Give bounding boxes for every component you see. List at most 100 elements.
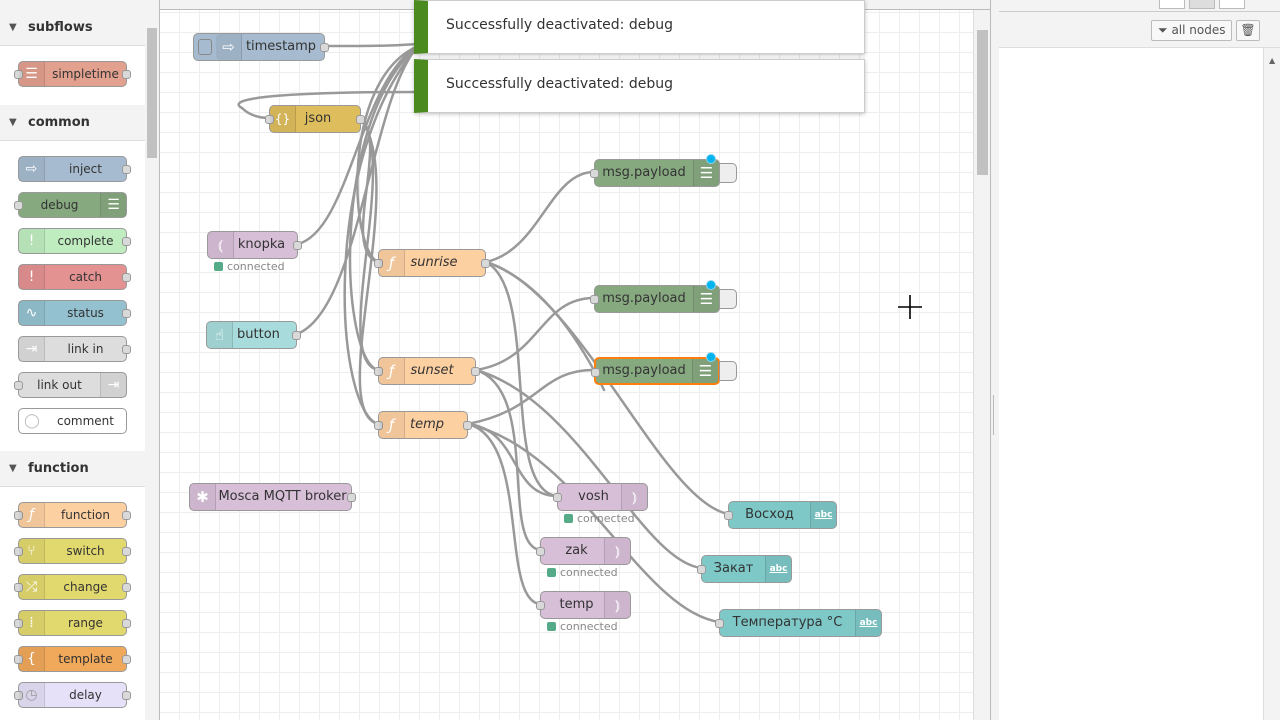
list-icon: ☰ [693, 286, 719, 312]
node-debug-payload-2[interactable]: msg.payload ☰ [590, 280, 737, 313]
palette-category-function[interactable]: ▼ function [0, 451, 145, 487]
signal-icon: ⦆ [604, 538, 630, 564]
palette-node-range[interactable]: ⁞ range [14, 610, 131, 636]
node-vosh-mqtt-out[interactable]: vosh ⦆ connected [553, 483, 648, 525]
function-icon: ƒ [19, 503, 45, 527]
debug-toggle-button[interactable] [719, 361, 737, 381]
node-zak-mqtt-out[interactable]: zak ⦆ connected [536, 537, 631, 579]
function-icon: ƒ [379, 412, 405, 438]
link-in-icon: ⇥ [19, 337, 45, 361]
palette-scrollbar[interactable] [145, 14, 159, 720]
range-icon: ⁞ [19, 611, 45, 635]
debug-toolbar: ⏷ all nodes 🗑 [999, 12, 1280, 48]
sidebar-tab[interactable] [1219, 0, 1245, 9]
filter-icon: ⏷ [1158, 23, 1168, 37]
palette-node-complete[interactable]: ! complete [18, 228, 131, 254]
signal-icon: ⦆ [604, 592, 630, 618]
debug-toggle-button[interactable] [719, 163, 737, 183]
category-label: common [28, 115, 90, 130]
sidebar-tab[interactable] [1159, 0, 1185, 9]
notification-toast[interactable]: Successfully deactivated: debug [414, 59, 865, 113]
sidebar-tabs [999, 0, 1280, 12]
palette-node-simpletime[interactable]: ☰ simpletime [14, 61, 131, 87]
pulse-icon: ∿ [19, 301, 45, 325]
node-mosca-broker[interactable]: ✱ Mosca MQTT broker [189, 483, 356, 511]
filter-nodes-button[interactable]: ⏷ all nodes [1151, 20, 1233, 41]
sidebar: ⏷ all nodes 🗑 ▲ [990, 0, 1280, 720]
sidebar-resize-handle[interactable] [990, 0, 998, 720]
node-knopka-mqtt-in[interactable]: ⦅ knopka connected [207, 231, 302, 273]
node-sunset-function[interactable]: ƒ sunset [374, 357, 480, 385]
category-label: subflows [28, 20, 93, 35]
palette-category-subflows[interactable]: ▼ subflows [0, 10, 145, 46]
broker-icon: ✱ [190, 484, 216, 510]
node-status: connected [564, 512, 635, 526]
text-abc-icon: abc [765, 556, 791, 582]
chevron-down-icon: ▼ [9, 117, 17, 128]
function-icon: ƒ [379, 250, 405, 276]
palette-node-comment[interactable]: ◯ comment [18, 408, 127, 434]
palette-node-function[interactable]: ƒ function [14, 502, 131, 528]
shuffle-icon: ⤮ [19, 575, 45, 599]
function-icon: ƒ [379, 358, 405, 384]
palette-node-debug[interactable]: debug ☰ [14, 192, 127, 218]
palette-node-change[interactable]: ⤮ change [14, 574, 131, 600]
wire [323, 42, 420, 48]
wire [466, 422, 721, 624]
node-zakat-ui-text[interactable]: Закат abc [697, 555, 792, 583]
node-temp-function[interactable]: ƒ temp [374, 411, 472, 439]
sidebar-tab-active[interactable] [1189, 0, 1215, 9]
node-debug-payload-3-selected[interactable]: msg.payload ☰ [591, 352, 737, 385]
arrow-right-icon: ⇨ [216, 34, 242, 60]
node-sunrise-function[interactable]: ƒ sunrise [374, 249, 490, 277]
changed-indicator [706, 154, 716, 164]
palette-node-status[interactable]: ∿ status [18, 300, 131, 326]
comment-icon: ◯ [24, 413, 40, 429]
palette-category-common[interactable]: ▼ common [0, 105, 145, 141]
wire [237, 90, 420, 120]
debug-toggle-button[interactable] [719, 289, 737, 309]
palette-node-delay[interactable]: ◷ delay [14, 682, 131, 708]
palette-node-inject[interactable]: ⇨ inject [18, 156, 131, 182]
text-abc-icon: abc [810, 502, 836, 528]
palette-node-switch[interactable]: ⑂ switch [14, 538, 131, 564]
hand-pointer-icon: ☝ [207, 322, 233, 348]
node-voskhod-ui-text[interactable]: Восход abc [724, 501, 837, 529]
palette-node-link-out[interactable]: link out ⇥ [14, 372, 127, 398]
inject-trigger-button[interactable] [198, 39, 212, 55]
wire [295, 44, 420, 336]
trash-icon: 🗑 [1240, 23, 1256, 37]
category-label: function [28, 461, 89, 476]
category-body: ⇨ inject debug ☰ ! complete ! catch ∿ st… [0, 141, 145, 451]
wire [466, 422, 542, 606]
node-status: connected [214, 260, 285, 274]
subflow-icon: ☰ [19, 62, 45, 86]
sidebar-scrollbar[interactable]: ▲ [1263, 48, 1280, 720]
wire [484, 170, 596, 264]
palette-node-catch[interactable]: ! catch [18, 264, 131, 290]
exclamation-icon: ! [19, 265, 45, 289]
node-timestamp-inject[interactable]: ⇨ timestamp [193, 33, 329, 61]
node-debug-payload-1[interactable]: msg.payload ☰ [590, 154, 737, 187]
flow-wires [237, 42, 730, 624]
wire [296, 44, 420, 246]
braces-icon: {} [270, 106, 296, 132]
clear-debug-button[interactable]: 🗑 [1236, 20, 1260, 41]
link-out-icon: ⇥ [100, 373, 126, 397]
workspace-scrollbar[interactable] [973, 10, 990, 720]
chevron-down-icon: ▼ [9, 22, 17, 33]
wire [466, 368, 596, 426]
notification-toast[interactable]: Successfully deactivated: debug [414, 0, 865, 54]
signal-icon: ⦆ [621, 484, 647, 510]
node-temperatura-ui-text[interactable]: Температура °C abc [715, 609, 882, 637]
list-icon: ☰ [692, 359, 718, 383]
node-json[interactable]: {} json [265, 105, 365, 133]
node-temp-mqtt-out[interactable]: temp ⦆ connected [536, 591, 631, 633]
signal-icon: ⦅ [208, 232, 234, 258]
scroll-up-icon[interactable]: ▲ [1269, 56, 1276, 65]
palette-node-link-in[interactable]: ⇥ link in [18, 336, 131, 362]
node-button-ui[interactable]: ☝ button [206, 321, 301, 349]
category-body: ☰ simpletime [0, 46, 145, 105]
palette-node-template[interactable]: { template [14, 646, 131, 672]
flow-workspace[interactable]: ⇨ timestamp {} json ⦅ knopka connected ☝… [160, 0, 990, 720]
